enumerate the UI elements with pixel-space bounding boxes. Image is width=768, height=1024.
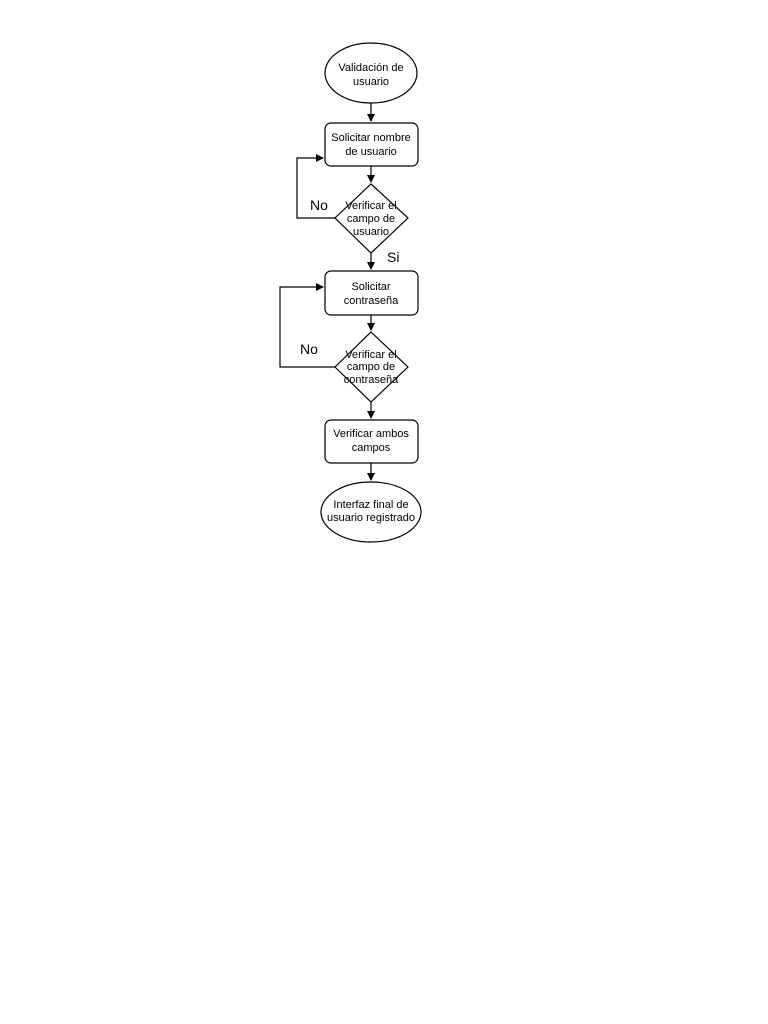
ask-password-box [324, 270, 419, 316]
ask-password-label-line2: contraseña [344, 295, 399, 307]
username-yes-label: Si [387, 249, 399, 265]
check-password-label-line3: contraseña [344, 374, 399, 386]
edge-check-username-no-loop [296, 154, 335, 219]
verify-both-label-line1: Verificar ambos [333, 428, 409, 440]
start-label-line2: usuario [353, 76, 389, 88]
ask-username-label-line1: Solicitar nombre [331, 132, 410, 144]
verify-both-node: Verificar ambos campos [324, 419, 419, 464]
check-username-diamond [334, 183, 409, 254]
end-node: Interfaz final de usuario registrado [320, 481, 422, 543]
end-ellipse [320, 481, 422, 543]
check-username-label-line2: campo de [347, 213, 395, 225]
start-node: Validación de usuario [324, 42, 418, 104]
ask-username-box [324, 122, 419, 167]
check-username-label-line1: Verificar el [345, 200, 396, 212]
check-password-diamond [334, 331, 409, 403]
end-label-line1: Interfaz final de [333, 499, 408, 511]
username-no-label: No [310, 197, 328, 213]
start-label-line1: Validación de [338, 62, 403, 74]
check-username-label-line3: usuario [353, 226, 389, 238]
password-no-label: No [300, 341, 318, 357]
verify-both-label-line2: campos [352, 442, 391, 454]
end-label-line2: usuario registrado [327, 512, 415, 524]
ask-password-node: Solicitar contraseña [324, 270, 419, 316]
ask-username-label-line2: de usuario [345, 146, 396, 158]
ask-password-label-line1: Solicitar [351, 281, 390, 293]
verify-both-box [324, 419, 419, 464]
check-username-node: Verificar el campo de usuario [334, 183, 409, 254]
ask-username-node: Solicitar nombre de usuario [324, 122, 419, 167]
check-password-node: Verificar el campo de contraseña [334, 331, 409, 403]
edge-check-password-no-loop [279, 283, 335, 368]
check-password-label-line1: Verificar el [345, 349, 396, 361]
check-password-label-line2: campo de [347, 361, 395, 373]
start-ellipse [324, 42, 418, 104]
